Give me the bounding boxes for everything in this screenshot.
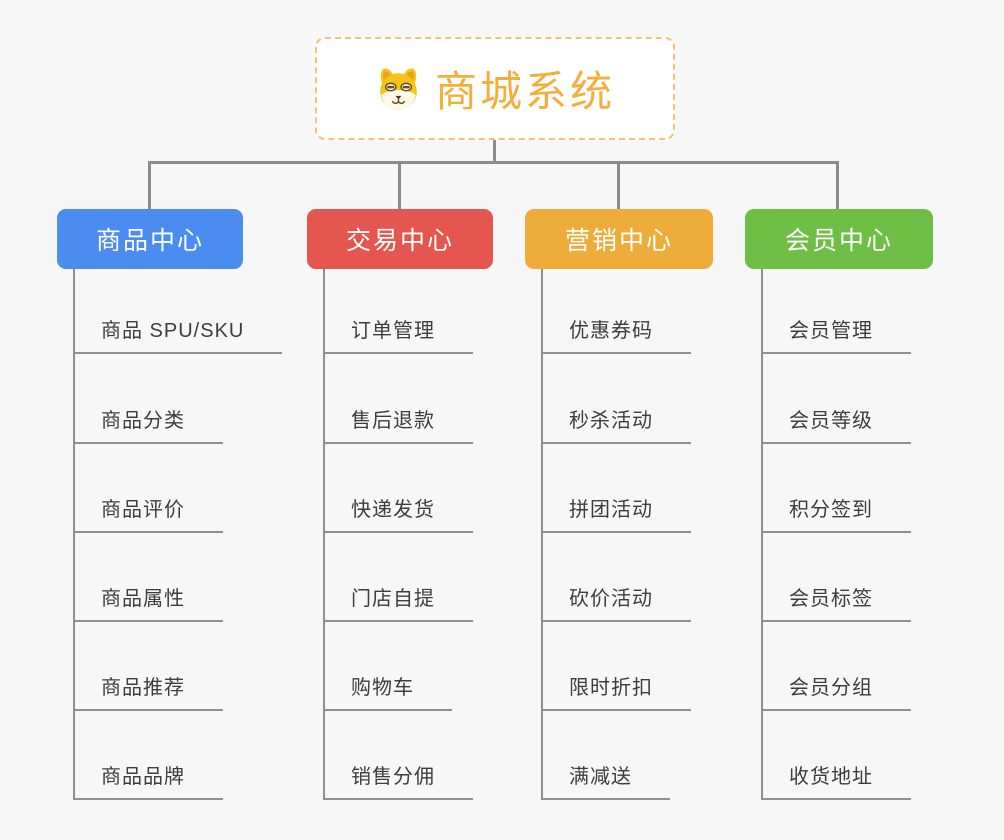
leaf-item[interactable]: 订单管理 <box>325 316 473 354</box>
leaf-item[interactable]: 满减送 <box>543 762 670 800</box>
branch-product-center[interactable]: 商品中心 <box>57 209 243 269</box>
leaf-item[interactable]: 商品属性 <box>75 584 223 622</box>
branch-column-product: 商品 SPU/SKU 商品分类 商品评价 商品属性 商品推荐 商品品牌 <box>73 269 283 800</box>
shiba-dog-face-icon <box>380 68 417 110</box>
branch-label: 商品中心 <box>95 227 204 255</box>
leaf-item[interactable]: 会员等级 <box>763 406 911 444</box>
leaf-item[interactable]: 商品推荐 <box>75 673 223 711</box>
leaf-item[interactable]: 会员管理 <box>763 316 911 354</box>
leaf-item[interactable]: 秒杀活动 <box>543 406 691 444</box>
branch-column-marketing: 优惠券码 秒杀活动 拼团活动 砍价活动 限时折扣 满减送 <box>541 269 691 800</box>
leaf-item[interactable]: 快递发货 <box>325 495 473 533</box>
leaf-item[interactable]: 积分签到 <box>763 495 911 533</box>
branch-marketing-center[interactable]: 营销中心 <box>525 209 713 269</box>
branch-member-center[interactable]: 会员中心 <box>745 209 933 269</box>
branch-label: 交易中心 <box>345 227 454 255</box>
connector-drop-member <box>836 161 839 209</box>
connector-drop-marketing <box>617 161 620 209</box>
leaf-item[interactable]: 门店自提 <box>325 584 473 622</box>
connector-drop-product <box>148 161 151 209</box>
leaf-item[interactable]: 售后退款 <box>325 406 473 444</box>
connector-horizontal-bar <box>148 161 839 164</box>
branch-trade-center[interactable]: 交易中心 <box>307 209 493 269</box>
root-node[interactable]: 商城系统 <box>315 37 675 140</box>
connector-drop-trade <box>398 161 401 209</box>
leaf-item[interactable]: 购物车 <box>325 673 452 711</box>
leaf-item[interactable]: 会员标签 <box>763 584 911 622</box>
branch-column-member: 会员管理 会员等级 积分签到 会员标签 会员分组 收货地址 <box>761 269 911 800</box>
leaf-item[interactable]: 限时折扣 <box>543 673 691 711</box>
leaf-item[interactable]: 商品 SPU/SKU <box>75 316 283 354</box>
branch-label: 营销中心 <box>564 227 673 255</box>
leaf-item[interactable]: 商品评价 <box>75 495 223 533</box>
root-label: 商城系统 <box>434 68 615 115</box>
leaf-item[interactable]: 收货地址 <box>763 762 911 800</box>
branch-column-trade: 订单管理 售后退款 快递发货 门店自提 购物车 销售分佣 <box>323 269 473 800</box>
connector-root-drop <box>493 140 496 163</box>
leaf-item[interactable]: 砍价活动 <box>543 584 691 622</box>
leaf-item[interactable]: 商品品牌 <box>75 762 223 800</box>
branch-label: 会员中心 <box>784 227 893 255</box>
leaf-item[interactable]: 拼团活动 <box>543 495 691 533</box>
leaf-item[interactable]: 优惠券码 <box>543 316 691 354</box>
leaf-item[interactable]: 商品分类 <box>75 406 223 444</box>
leaf-item[interactable]: 销售分佣 <box>325 762 473 800</box>
leaf-item[interactable]: 会员分组 <box>763 673 911 711</box>
